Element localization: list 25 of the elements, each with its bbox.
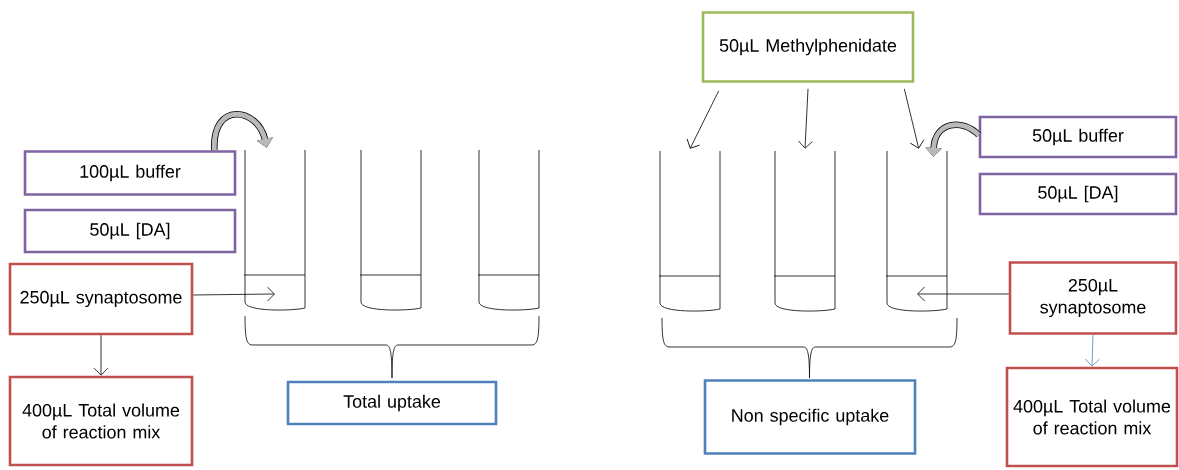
- test-tube: [773, 150, 836, 312]
- label-box: 50µL Methylphenidate: [701, 11, 915, 83]
- arrow: [903, 88, 925, 149]
- arrow: [1084, 334, 1100, 367]
- label-box: 400µL Total volume of reaction mix: [8, 375, 194, 467]
- arrow: [192, 286, 275, 302]
- arrow: [798, 88, 813, 149]
- label-box: Non specific uptake: [703, 379, 917, 455]
- test-tube: [885, 150, 948, 312]
- label-box: Total uptake: [286, 380, 498, 426]
- arrow: [211, 110, 273, 151]
- test-tube: [477, 149, 540, 311]
- label-box: 100µL buffer: [23, 150, 237, 196]
- test-tube: [359, 149, 422, 311]
- test-tube: [243, 149, 306, 311]
- label-box: 250µL synaptosome: [1008, 261, 1178, 335]
- label-box: 50µL [DA]: [978, 172, 1178, 216]
- label-box: 50µL buffer: [978, 115, 1178, 159]
- test-tube: [658, 150, 721, 312]
- label-box: 50µL [DA]: [23, 208, 237, 254]
- label-box: 250µL synaptosome: [8, 262, 194, 336]
- label-box: 400µL Total volume of reaction mix: [1005, 366, 1179, 468]
- arrow: [686, 90, 720, 149]
- arrow: [917, 286, 1010, 302]
- arrow: [93, 334, 109, 376]
